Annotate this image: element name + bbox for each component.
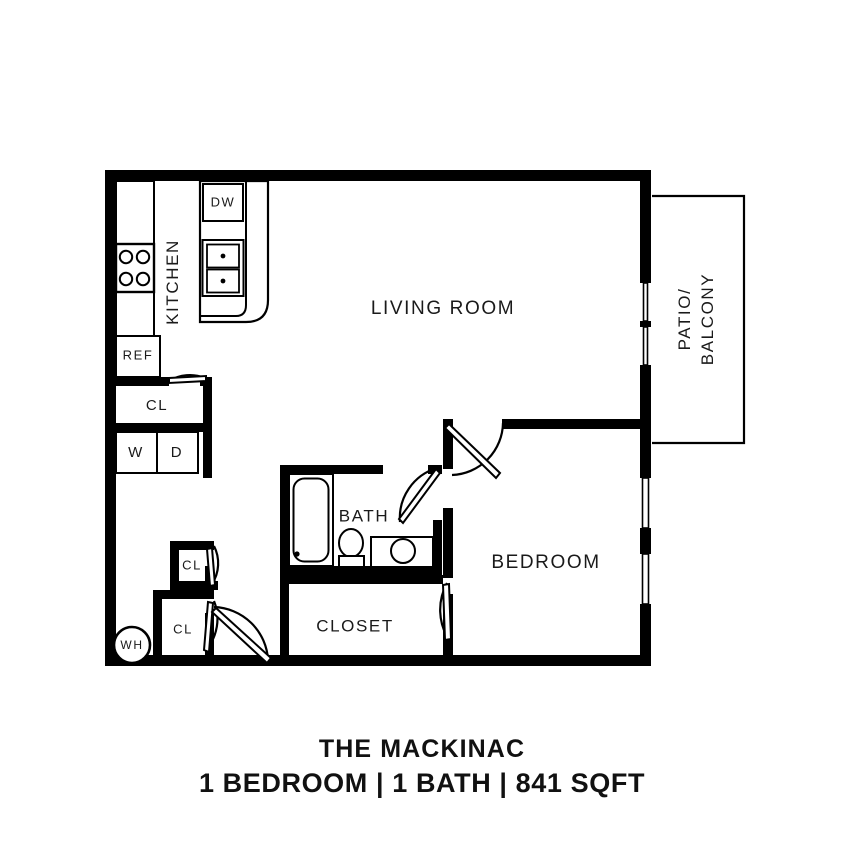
- bedroom-window-lower: [641, 553, 650, 605]
- patio-balcony-label-line2: BALCONY: [698, 273, 717, 365]
- bath-door-swing: [397, 466, 442, 525]
- bedroom-window-upper: [641, 477, 650, 529]
- water-heater-label: WH: [120, 638, 143, 652]
- bedroom-label: BEDROOM: [491, 552, 600, 573]
- hall-closet-lower-label: CL: [173, 621, 193, 636]
- hall-closet-lower-door-swing: [202, 600, 219, 654]
- water-heater-icon: [112, 625, 152, 665]
- exterior-walls: [105, 170, 651, 666]
- refrigerator-label: REF: [123, 347, 154, 362]
- patio-balcony-label-group: PATIO/ BALCONY: [675, 273, 717, 365]
- closet-door-swing: [439, 582, 453, 642]
- range-cooktop-icon: [114, 242, 156, 294]
- entry-closet-door-swing: [167, 373, 208, 385]
- dishwasher-label: DW: [211, 194, 236, 209]
- kitchen-sink-icon: [201, 239, 245, 297]
- floor-plan-drawing: REF DW KITCHEN: [0, 0, 844, 720]
- bathtub-icon: [288, 473, 334, 567]
- washer-label: W: [128, 444, 144, 461]
- drawing-background: [0, 0, 844, 720]
- entry-closet-label: CL: [146, 397, 168, 414]
- patio-sliding-door: [642, 282, 649, 366]
- plan-title: THE MACKINAC: [318, 735, 526, 763]
- patio-balcony-label-line1: PATIO/: [675, 288, 694, 351]
- floor-plan-svg: REF DW KITCHEN: [0, 0, 844, 720]
- hall-closet-upper-door-swing: [205, 545, 220, 588]
- patio-balcony-outline: [652, 194, 746, 445]
- main-closet-walls: [280, 575, 443, 666]
- plan-specs: 1 BEDROOM | 1 BATH | 841 SQFT: [198, 767, 646, 798]
- bath-label: BATH: [339, 506, 389, 525]
- bedroom-door-swing: [443, 422, 505, 480]
- vanity-sink-icon: [370, 536, 434, 568]
- toilet-icon: [338, 528, 365, 568]
- dryer-label: D: [171, 444, 183, 461]
- living-room-label: LIVING ROOM: [371, 298, 515, 319]
- washer-dryer-icons: [115, 431, 212, 478]
- hall-closet-upper-label: CL: [182, 557, 202, 572]
- kitchen-label: KITCHEN: [163, 239, 182, 325]
- main-closet-label: CLOSET: [316, 616, 394, 635]
- entry-door-swing: [210, 605, 273, 665]
- title-block: THE MACKINAC 1 BEDROOM | 1 BATH | 841 SQ…: [0, 735, 844, 799]
